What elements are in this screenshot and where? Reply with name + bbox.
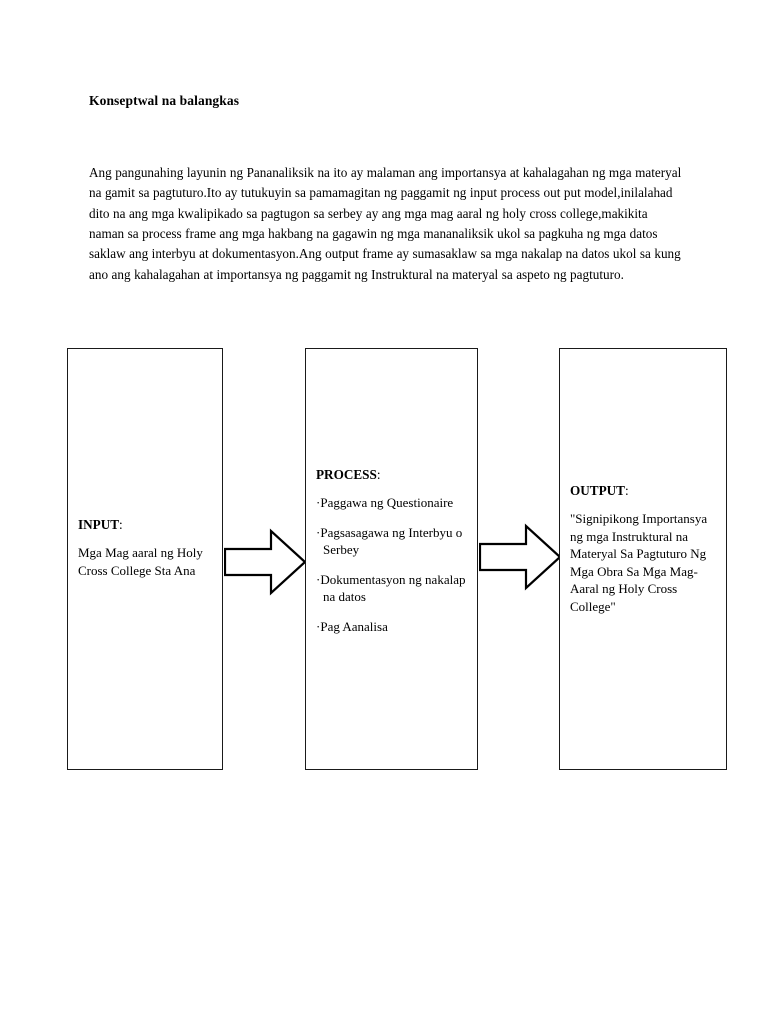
process-bullet-item: ·Paggawa ng Questionaire	[316, 494, 468, 512]
arrow-input-to-process-icon	[224, 528, 306, 596]
bullet-dot-icon: ·	[316, 524, 321, 540]
output-box: OUTPUT: "Signipikong Importansya ng mga …	[559, 348, 727, 770]
arrow-process-to-output-icon	[479, 523, 561, 591]
intro-paragraph: Ang pangunahing layunin ng Pananaliksik …	[89, 165, 682, 282]
process-bullet-label: Paggawa ng Questionaire	[320, 495, 454, 510]
input-box-content: INPUT: Mga Mag aaral ng Holy Cross Colle…	[78, 517, 213, 579]
output-box-heading-label: OUTPUT	[570, 483, 625, 498]
output-box-heading-colon: :	[624, 483, 629, 498]
process-bullet-label: Dokumentasyon ng nakalap na datos	[320, 571, 466, 605]
process-bullet-label: Pag Aanalisa	[320, 618, 388, 634]
process-bullet-list: ·Paggawa ng Questionaire ·Pagsasagawa ng…	[316, 494, 468, 636]
bullet-dot-icon: ·	[316, 495, 321, 510]
process-bullet-label: Pagsasagawa ng Interbyu o Serbey	[320, 524, 463, 558]
process-bullet-item: ·Pagsasagawa ng Interbyu o Serbey	[316, 524, 468, 559]
process-box-heading-colon: :	[376, 467, 381, 482]
process-bullet-item: ·Pag Aanalisa	[316, 618, 468, 636]
output-box-content: OUTPUT: "Signipikong Importansya ng mga …	[570, 483, 717, 616]
process-box-heading: PROCESS:	[316, 467, 468, 482]
process-box-heading-label: PROCESS	[316, 467, 377, 482]
process-box: PROCESS: ·Paggawa ng Questionaire ·Pagsa…	[305, 348, 478, 770]
input-box-heading: INPUT:	[78, 517, 213, 532]
input-box: INPUT: Mga Mag aaral ng Holy Cross Colle…	[67, 348, 223, 770]
bullet-dot-icon: ·	[316, 571, 321, 587]
input-box-text: Mga Mag aaral ng Holy Cross College Sta …	[78, 545, 203, 578]
output-box-heading: OUTPUT:	[570, 483, 717, 498]
bullet-dot-icon: ·	[316, 618, 321, 634]
process-box-content: PROCESS: ·Paggawa ng Questionaire ·Pagsa…	[316, 467, 468, 636]
output-box-text: "Signipikong Importansya ng mga Instrukt…	[570, 511, 708, 614]
page-title: Konseptwal na balangkas	[89, 93, 240, 108]
input-box-heading-colon: :	[119, 517, 123, 532]
process-bullet-item: ·Dokumentasyon ng nakalap na datos	[316, 571, 468, 606]
input-box-heading-label: INPUT	[78, 517, 120, 532]
